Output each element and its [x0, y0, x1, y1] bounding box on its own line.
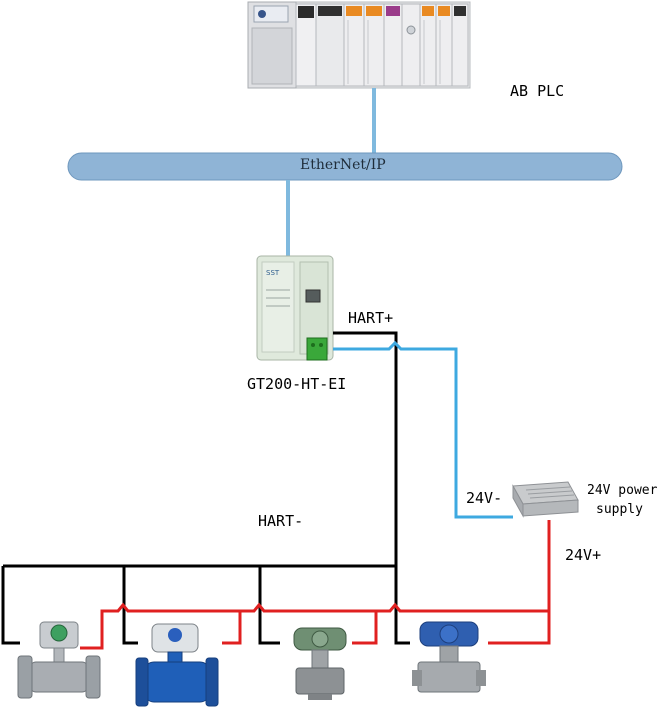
differential-pressure-transmitter-icon: [412, 621, 486, 693]
power-plus-wiring: [80, 520, 551, 650]
gateway-ethernet-link: [286, 180, 290, 257]
power-supply-label-line2: supply: [596, 502, 643, 517]
plc-ethernet-link: [372, 88, 376, 154]
bus-label: EtherNet/IP: [300, 157, 386, 173]
hart-minus-wiring: [1, 331, 410, 645]
gateway-device-icon: SST: [256, 255, 334, 361]
power-supply-label-line1: 24V power: [587, 483, 658, 498]
hart-minus-label: HART-: [258, 512, 304, 530]
v24-plus-label: 24V+: [565, 546, 602, 564]
power-minus-wiring: [333, 340, 513, 519]
v24-minus-label: 24V-: [466, 489, 503, 507]
gateway-label: GT200-HT-EI: [247, 375, 347, 393]
vortex-flowmeter-icon: [17, 621, 101, 699]
ethernet-ip-bus: [67, 152, 623, 181]
electromagnetic-flowmeter-icon: [135, 623, 219, 707]
hart-plus-label: HART+: [348, 309, 394, 327]
power-supply-icon: [512, 481, 579, 518]
svg-text:SST: SST: [266, 269, 280, 277]
plc-label: AB PLC: [510, 82, 565, 100]
pressure-transmitter-icon: [293, 627, 347, 700]
plc-rack-icon: [247, 1, 471, 89]
